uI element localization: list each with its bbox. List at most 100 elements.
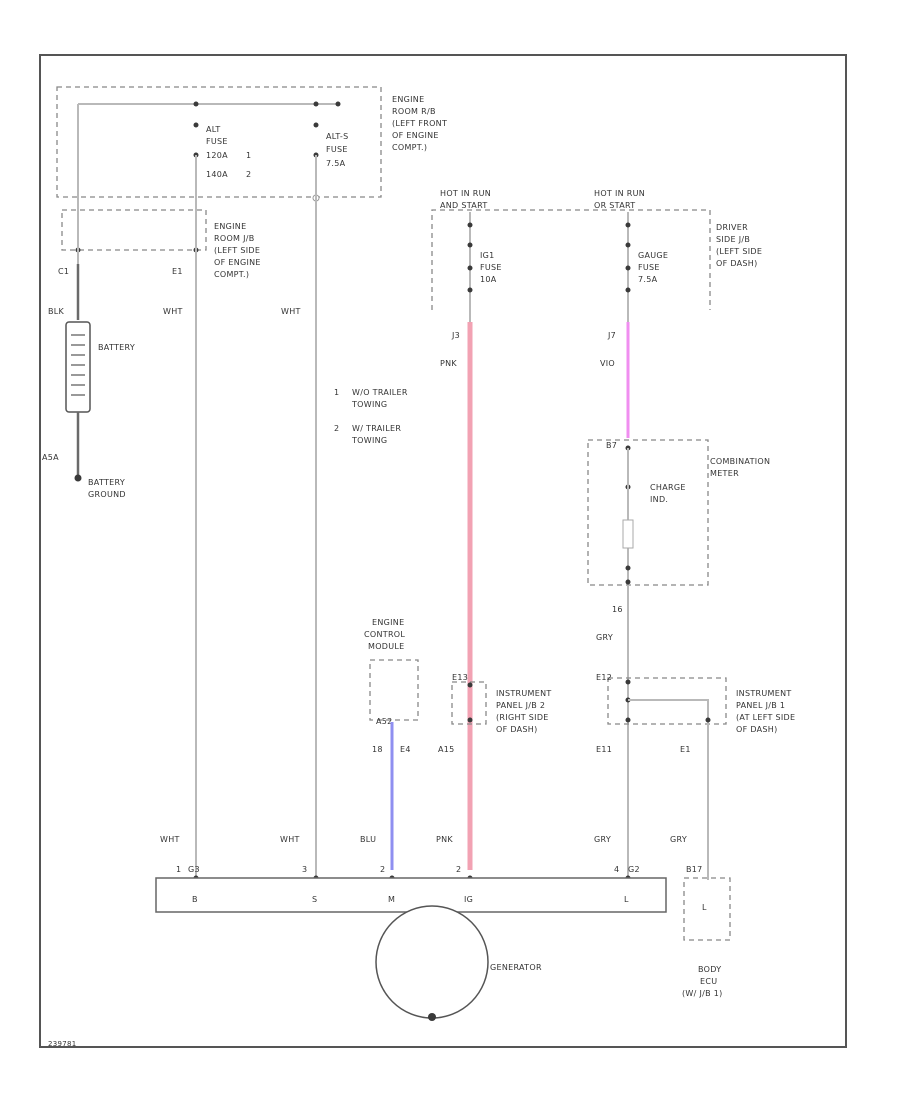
svg-text:IND.: IND. [650,495,668,504]
svg-text:2: 2 [246,170,251,179]
svg-text:GAUGE: GAUGE [638,251,668,260]
engine-room-rb: ENGINE ROOM R/B (LEFT FRONT OF ENGINE CO… [56,86,447,198]
svg-text:COMBINATION: COMBINATION [710,457,770,466]
svg-text:(W/ J/B 1): (W/ J/B 1) [682,989,723,998]
svg-text:E13: E13 [452,673,468,682]
svg-text:INSTRUMENT: INSTRUMENT [736,689,792,698]
conn-e11: E11 [596,745,612,754]
instrument-panel-jb2: E13 INSTRUMENT PANEL J/B 2 (RIGHT SIDE O… [451,673,551,734]
svg-text:1: 1 [246,151,251,160]
svg-text:M: M [388,895,395,904]
diagram-frame [39,54,847,1048]
battery-label: BATTERY [98,343,135,352]
svg-text:TOWING: TOWING [351,400,387,409]
svg-text:METER: METER [710,469,739,478]
conn-16: 16 [612,605,623,614]
wire-wht-2: WHT [281,307,301,316]
svg-text:OF DASH): OF DASH) [716,259,758,268]
wire-gry-1: GRY [596,633,613,642]
svg-text:TOWING: TOWING [351,436,387,445]
svg-text:ALT-S: ALT-S [326,132,348,141]
engine-control-module: ENGINE CONTROL MODULE A52 [364,618,419,726]
svg-text:B7: B7 [606,441,617,450]
svg-text:2: 2 [334,424,339,433]
svg-text:7.5A: 7.5A [326,159,346,168]
battery-ground-icon [74,474,82,482]
svg-text:OF DASH): OF DASH) [736,725,778,734]
svg-text:DRIVER: DRIVER [716,223,748,232]
alt-fuse: ALT FUSE 120A 1 140A 2 [193,122,251,179]
figure-id: 239781 [48,1040,77,1048]
wire-wht-3: WHT [160,835,180,844]
svg-text:10A: 10A [480,275,497,284]
svg-text:(LEFT SIDE: (LEFT SIDE [716,247,762,256]
svg-text:MODULE: MODULE [368,642,405,651]
charge-ind-label: CHARGE [650,483,686,492]
svg-text:(AT LEFT SIDE: (AT LEFT SIDE [736,713,795,722]
svg-text:FUSE: FUSE [638,263,660,272]
combination-meter: COMBINATION METER B7 CHARGE IND. [587,439,770,586]
conn-c1: C1 [58,267,69,276]
svg-text:SIDE J/B: SIDE J/B [716,235,750,244]
svg-text:CONTROL: CONTROL [364,630,405,639]
gauge-fuse: GAUGE FUSE 7.5A [625,212,668,322]
svg-text:ALT: ALT [206,125,221,134]
generator-icon [375,905,489,1019]
generator-label: GENERATOR [490,963,542,972]
svg-text:OR START: OR START [594,201,635,210]
svg-text:PANEL J/B 1: PANEL J/B 1 [736,701,785,710]
conn-e4: E4 [400,745,411,754]
driver-side-jb: HOT IN RUN AND START HOT IN RUN OR START… [431,189,762,310]
svg-text:ENGINE: ENGINE [372,618,404,627]
svg-text:AND START: AND START [440,201,488,210]
svg-text:COMPT.): COMPT.) [392,143,427,152]
svg-text:FUSE: FUSE [326,145,348,154]
wire-pnk-2: PNK [436,835,453,844]
conn-e1b: E1 [680,745,691,754]
svg-text:IG1: IG1 [480,251,495,260]
conn-e1: E1 [172,267,183,276]
svg-text:B17: B17 [686,865,703,874]
svg-text:W/O TRAILER: W/O TRAILER [352,388,408,397]
svg-text:ECU: ECU [700,977,717,986]
svg-text:4: 4 [614,865,619,874]
svg-text:OF ENGINE: OF ENGINE [214,258,261,267]
body-ecu: B17 L BODY ECU (W/ J/B 1) [682,865,731,998]
wire-gry-3: GRY [670,835,687,844]
svg-text:W/ TRAILER: W/ TRAILER [352,424,401,433]
svg-text:FUSE: FUSE [206,137,228,146]
alts-fuse: ALT-S FUSE 7.5A [312,122,348,202]
svg-text:L: L [702,903,707,912]
svg-text:1: 1 [176,865,181,874]
svg-text:E12: E12 [596,673,612,682]
svg-text:(LEFT FRONT: (LEFT FRONT [392,119,447,128]
svg-text:120A: 120A [206,151,228,160]
conn-j3: J3 [451,331,460,340]
svg-text:3: 3 [302,865,307,874]
generator-connector [155,877,667,913]
wire-blk: BLK [48,307,65,316]
engine-room-rb-label: ENGINE [392,95,424,104]
svg-text:140A: 140A [206,170,228,179]
svg-text:PANEL J/B 2: PANEL J/B 2 [496,701,545,710]
instrument-panel-jb1: E12 INSTRUMENT PANEL J/B 1 (AT LEFT SIDE… [596,673,795,880]
svg-text:OF ENGINE: OF ENGINE [392,131,439,140]
svg-text:L: L [624,895,629,904]
wire-vio: VIO [600,359,615,368]
svg-text:ENGINE: ENGINE [214,222,246,231]
ig1-fuse: IG1 FUSE 10A [467,212,502,322]
conn-a5a: A5A [42,453,59,462]
battery-symbol: BATTERY [65,321,135,413]
conn-a15: A15 [438,745,455,754]
svg-text:ROOM R/B: ROOM R/B [392,107,436,116]
svg-text:2: 2 [380,865,385,874]
svg-text:IG: IG [464,895,473,904]
charge-ind-lamp-icon [622,519,634,549]
gry-wire-body-ecu [628,699,709,880]
wire-gry-2: GRY [594,835,611,844]
conn-18: 18 [372,745,383,754]
svg-text:GROUND: GROUND [88,490,126,499]
svg-text:FUSE: FUSE [480,263,502,272]
generator: 1 G3 3 2 2 4 G2 B S M IG L GENERATOR [155,865,667,1021]
